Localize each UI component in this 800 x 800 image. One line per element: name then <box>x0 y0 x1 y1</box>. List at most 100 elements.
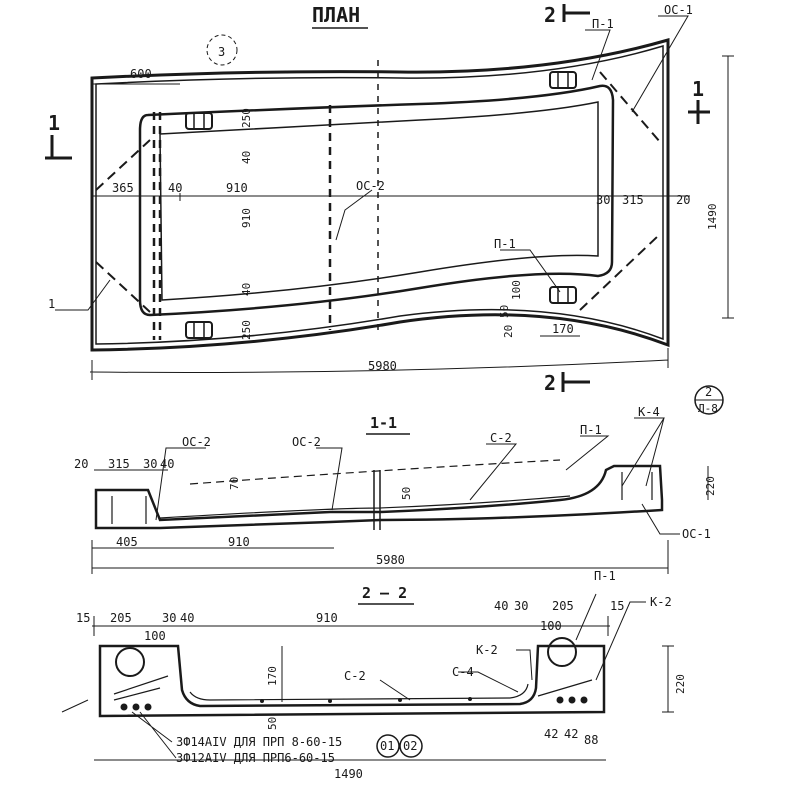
dim-100-plan: 100 <box>510 280 523 300</box>
dim-40-top: 40 <box>240 151 253 164</box>
section-2-2-leaders <box>61 593 646 759</box>
section-1-1-hidden-edge <box>189 459 561 485</box>
dim-2-2-15-right: 15 <box>610 599 624 613</box>
ref-1-1-bottom: Л-8 <box>698 402 718 415</box>
label-os1: ОС-1 <box>664 3 693 17</box>
cut-label-1-right: 1 <box>692 77 704 101</box>
p1-top-leader <box>585 29 611 81</box>
plan-total-dimension <box>89 348 669 380</box>
label-p1-bottom: П-1 <box>494 237 516 251</box>
plan-view: ПЛАН 600 365 40 910 910 250 40 40 250 30… <box>45 3 734 395</box>
ref-1-1-top: 2 <box>705 385 712 399</box>
label-2-2-s4: С-4 <box>452 665 474 679</box>
os1-leader <box>631 15 689 113</box>
cut-mark-1-right <box>688 100 710 124</box>
section-1-1-break <box>373 470 381 530</box>
dim-1-1-5980: 5980 <box>376 553 405 567</box>
dim-2-2-1490: 1490 <box>334 767 363 781</box>
section-1-1-outline <box>94 464 664 530</box>
plan-left-rib <box>152 112 162 340</box>
plan-outer-inner-line <box>95 44 664 345</box>
dim-1-1-50: 50 <box>400 487 413 500</box>
label-1-1-os1: ОС-1 <box>682 527 711 541</box>
section-2-2-bars <box>113 675 593 701</box>
label-1-1-s2: С-2 <box>490 431 512 445</box>
section-1-1: 1-1 20 315 30 40 70 50 220 405 910 5980 … <box>74 385 724 574</box>
section-1-1-title: 1-1 <box>370 414 397 432</box>
section-2-2-dim-lines <box>92 616 674 761</box>
dim-1-1-30: 30 <box>143 457 157 471</box>
dim-1-1-315: 315 <box>108 457 130 471</box>
section-2-2-outline <box>98 644 606 718</box>
dim-2-2-205-right: 205 <box>552 599 574 613</box>
dim-250-top: 250 <box>240 108 253 128</box>
plan-dimension-lines <box>92 83 690 201</box>
dim-170-plan: 170 <box>552 322 574 336</box>
dim-600: 600 <box>130 67 152 81</box>
plan-corner-bars <box>95 71 661 313</box>
dim-20-right: 20 <box>676 193 690 207</box>
section-2-2-rebar-dots <box>120 696 588 711</box>
badge-02-circle <box>399 734 423 758</box>
dim-2-2-40-left: 40 <box>180 611 194 625</box>
note-rebar-1: 3Ф14АIV ДЛЯ ПРП 8-60-15 <box>176 735 342 749</box>
section-2-2: 2 — 2 15 205 30 40 100 910 40 30 205 15 … <box>61 569 687 781</box>
badge-01: 01 <box>380 739 394 753</box>
plan-title: ПЛАН <box>312 3 360 27</box>
dim-910-vertical: 910 <box>240 208 253 228</box>
label-2-2-k2-mid: К-2 <box>476 643 498 657</box>
dim-2-2-30-left: 30 <box>162 611 176 625</box>
dim-1-1-220: 220 <box>704 476 717 496</box>
label-2-2-p1: П-1 <box>594 569 616 583</box>
dim-1-1-40: 40 <box>160 457 174 471</box>
cut-mark-1-left <box>45 135 72 160</box>
cut-label-2-bottom: 2 <box>544 371 556 395</box>
detail-circle-label: 3 <box>218 45 225 59</box>
dim-2-2-30-right: 30 <box>514 599 528 613</box>
label-left-callout: 1 <box>48 297 55 311</box>
dim-2-2-100-left: 100 <box>144 629 166 643</box>
dim-1490-height: 1490 <box>706 204 719 231</box>
dim-40-left: 40 <box>168 181 182 195</box>
label-2-2-k2-right: К-2 <box>650 595 672 609</box>
os2-leader <box>335 189 373 241</box>
label-os2: ОС-2 <box>356 179 385 193</box>
label-1-1-p1: П-1 <box>580 423 602 437</box>
plan-detail-circle <box>206 34 238 66</box>
label-2-2-s2: С-2 <box>344 669 366 683</box>
section-1-1-dim-lines <box>91 466 709 574</box>
dim-2-2-42-a: 42 <box>544 727 558 741</box>
dim-20-plan: 20 <box>502 325 515 338</box>
dim-2-2-220: 220 <box>674 674 687 694</box>
cut-mark-2-bottom <box>561 372 590 392</box>
label-p1-top: П-1 <box>592 17 614 31</box>
dim-50-plan: 50 <box>498 305 511 318</box>
p1-bottom-leader <box>500 249 561 293</box>
dim-315-right: 315 <box>622 193 644 207</box>
dim-250-bottom: 250 <box>240 320 253 340</box>
badge-01-circle <box>376 734 400 758</box>
dim-30-right: 30 <box>596 193 610 207</box>
section-1-1-rebar <box>159 495 571 519</box>
dim-2-2-170: 170 <box>266 666 279 686</box>
cut-mark-2-top <box>562 4 590 22</box>
dim-2-2-205-left: 205 <box>110 611 132 625</box>
plan-inner-recess <box>138 84 615 317</box>
section-1-1-end-loops <box>111 472 653 524</box>
dim-2-2-100-right: 100 <box>540 619 562 633</box>
dim-40-bottom: 40 <box>240 283 253 296</box>
dim-1-1-910: 910 <box>228 535 250 549</box>
plan-height-dimension <box>722 55 734 319</box>
dim-5980-plan: 5980 <box>368 359 397 373</box>
label-1-1-os2-a: ОС-2 <box>182 435 211 449</box>
section-2-2-void-left <box>115 647 145 677</box>
section-1-1-leaders <box>155 417 680 535</box>
dim-2-2-50: 50 <box>266 717 279 730</box>
dim-910-horizontal: 910 <box>226 181 248 195</box>
label-1-1-k4: К-4 <box>638 405 660 419</box>
dim-1-1-70: 70 <box>228 477 241 490</box>
badge-02: 02 <box>403 739 417 753</box>
plan-lifting-loops <box>185 71 577 339</box>
dim-2-2-910: 910 <box>316 611 338 625</box>
